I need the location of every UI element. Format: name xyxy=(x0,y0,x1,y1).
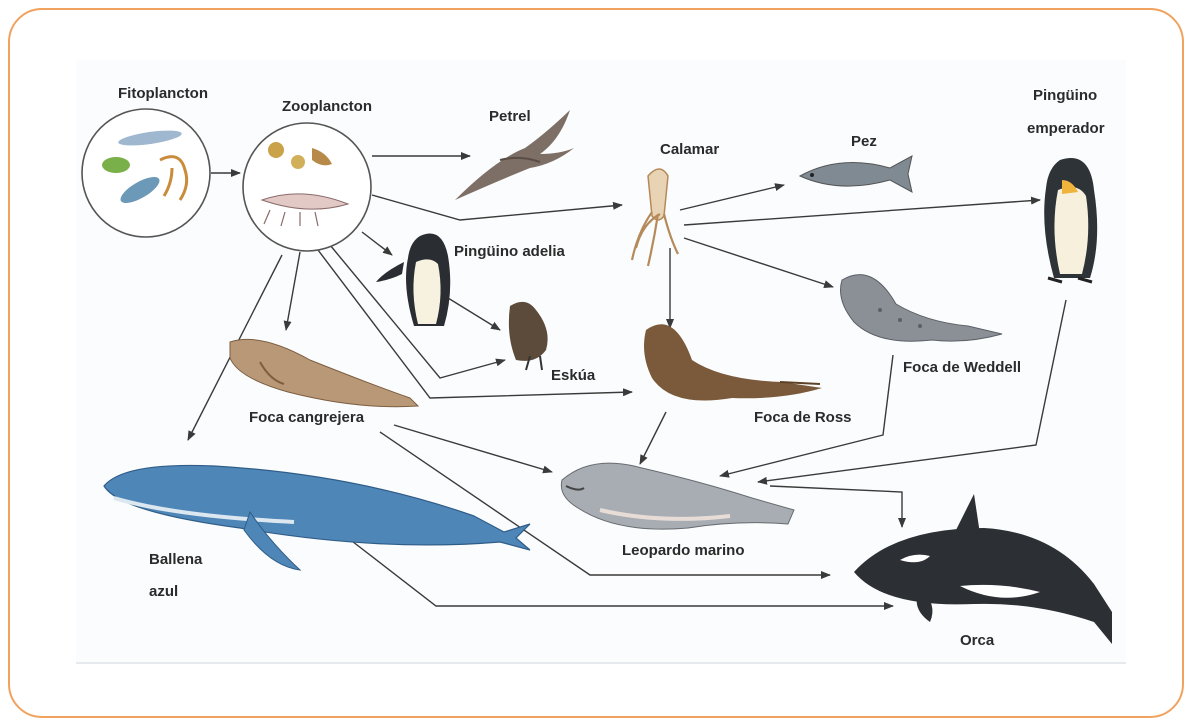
zooplancton-circle xyxy=(243,123,371,251)
pinguino-adelia-illustration xyxy=(376,234,450,327)
label-petrel: Petrel xyxy=(489,108,531,125)
pez-illustration xyxy=(800,156,912,192)
zooplancton-node xyxy=(243,123,371,251)
arrow-zoo-calamar xyxy=(372,195,622,220)
arrow-cangrejera-leopardo xyxy=(394,425,552,472)
calamar-illustration xyxy=(632,169,678,266)
fitoplancton-circle xyxy=(82,109,210,237)
leopardo-marino-illustration xyxy=(561,463,794,529)
arrow-adelia-eskua xyxy=(448,298,500,330)
eskua-illustration xyxy=(509,302,548,370)
arrow-ballena-orca xyxy=(348,538,893,606)
foca-ross-illustration xyxy=(644,324,822,400)
label-pinguino-emperador-1: Pingüino xyxy=(1033,87,1097,104)
fitoplancton-node xyxy=(82,109,210,237)
foca-weddell-illustration xyxy=(841,275,1003,342)
arrow-zoo-adelia xyxy=(362,232,392,255)
orca-illustration xyxy=(854,494,1112,644)
arrow-zoo-cangrejera xyxy=(286,252,300,330)
label-foca-weddell: Foca de Weddell xyxy=(903,359,1021,376)
pinguino-emperador-illustration xyxy=(1044,158,1097,282)
label-ballena-2: azul xyxy=(149,583,178,600)
label-zooplancton: Zooplancton xyxy=(282,98,372,115)
copepod-illustration xyxy=(268,142,284,158)
label-leopardo: Leopardo marino xyxy=(622,542,745,559)
label-calamar: Calamar xyxy=(660,141,719,158)
label-fitoplancton: Fitoplancton xyxy=(118,85,208,102)
algae-illustration xyxy=(102,157,130,173)
label-pinguino-emperador-2: emperador xyxy=(1027,120,1105,137)
label-pinguino-adelia: Pingüino adelia xyxy=(454,243,566,260)
label-ballena-1: Ballena xyxy=(149,551,203,568)
label-foca-ross: Foca de Ross xyxy=(754,409,852,426)
label-eskua: Eskúa xyxy=(551,367,596,384)
arrow-calamar-emperador xyxy=(684,200,1040,225)
arrow-ross-leopardo xyxy=(640,412,666,464)
label-orca: Orca xyxy=(960,632,995,649)
larva-illustration xyxy=(291,155,305,169)
label-foca-cangrejera: Foca cangrejera xyxy=(249,409,365,426)
foca-cangrejera-illustration xyxy=(230,339,418,406)
label-pez: Pez xyxy=(851,133,877,150)
arrow-calamar-weddell xyxy=(684,238,833,287)
arrow-calamar-pez xyxy=(680,185,784,210)
